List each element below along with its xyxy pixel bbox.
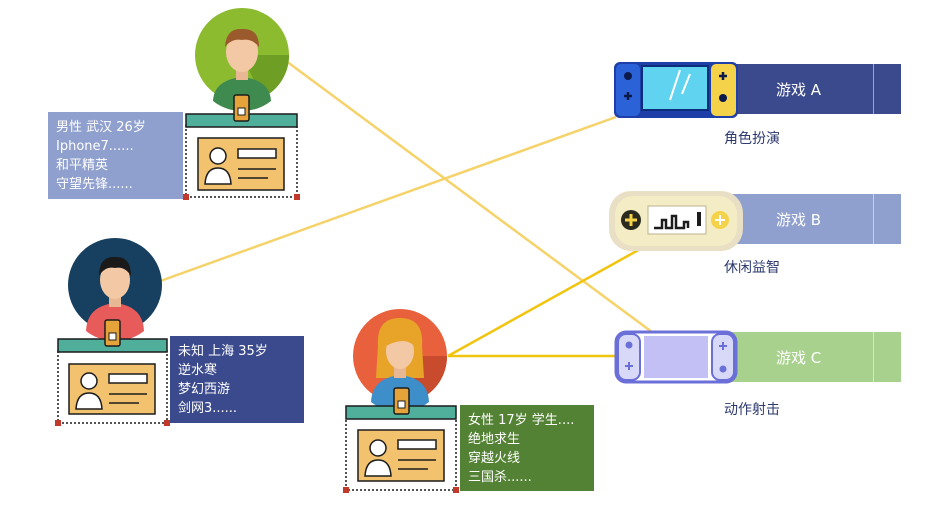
connection-line <box>281 56 661 340</box>
switch-console-icon <box>614 330 738 384</box>
user-info-line: 梦幻西游 <box>178 382 231 397</box>
game-category: 角色扮演 <box>724 131 780 147</box>
game-label: 游戏 B <box>776 210 822 229</box>
bar-divider <box>873 64 874 114</box>
user-info-line: 男性 武汉 26岁 <box>56 120 146 135</box>
user-info-line: 剑网3...... <box>178 401 238 416</box>
male-avatar-icon <box>195 8 290 112</box>
handheld-console-icon <box>614 62 738 118</box>
id-badge-icon <box>55 319 170 426</box>
game-category: 休闲益智 <box>724 260 780 276</box>
id-badge-icon <box>183 94 300 200</box>
game-bar: 游戏 A <box>710 64 901 114</box>
user-info-line: Iphone7...... <box>56 139 134 154</box>
retro-gamepad-icon <box>609 191 743 251</box>
game-category: 动作射击 <box>724 402 780 418</box>
game-bar: 游戏 C <box>710 332 901 382</box>
user-info-box: 女性 17岁 学生.... 绝地求生 穿越火线 三国杀...... <box>460 405 594 491</box>
bar-divider <box>873 194 874 244</box>
user-info-line: 和平精英 <box>56 158 109 173</box>
user-info-line: 女性 17岁 学生.... <box>468 413 575 428</box>
user-info-line: 穿越火线 <box>468 451 521 466</box>
bar-divider <box>873 332 874 382</box>
user-info-line: 绝地求生 <box>468 432 521 447</box>
game-label: 游戏 C <box>776 348 822 367</box>
connection-line <box>447 246 643 358</box>
user-info-box: 未知 上海 35岁 逆水寒 梦幻西游 剑网3...... <box>170 336 304 423</box>
id-badge-icon <box>343 387 459 493</box>
user-info-line: 守望先锋...... <box>56 177 133 192</box>
female-avatar-icon <box>353 309 448 413</box>
game-label: 游戏 A <box>776 80 822 99</box>
user-info-line: 三国杀...... <box>468 470 532 485</box>
user-info-box: 男性 武汉 26岁 Iphone7...... 和平精英 守望先锋...... <box>48 112 183 199</box>
user-info-line: 逆水寒 <box>178 363 218 378</box>
connection-line <box>151 115 617 286</box>
user-info-line: 未知 上海 35岁 <box>178 344 268 359</box>
